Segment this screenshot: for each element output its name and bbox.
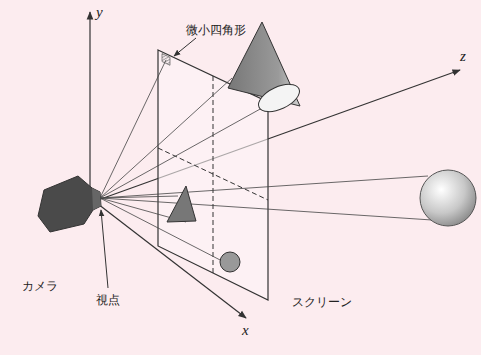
camera-body xyxy=(38,176,101,232)
coordinate-axes-part xyxy=(89,12,90,200)
view-rays-part xyxy=(100,108,262,198)
coordinate-axes xyxy=(90,12,460,318)
view-rays-part xyxy=(100,60,166,198)
screen-plane-part xyxy=(158,148,268,200)
view-rays-part xyxy=(100,198,432,220)
leader-lines xyxy=(101,38,196,288)
camera-body-part xyxy=(92,188,101,210)
part-label: カメラ xyxy=(22,280,58,293)
sphere-object xyxy=(420,170,476,226)
camera-body-part xyxy=(38,176,101,232)
view-rays-part xyxy=(100,198,224,262)
triangle-projection xyxy=(167,186,196,222)
screen-plane-part xyxy=(162,54,170,66)
view-rays-part xyxy=(100,78,232,198)
view-rays-part xyxy=(100,176,428,198)
axis-label: x xyxy=(242,322,249,339)
leader-lines-part xyxy=(101,210,108,288)
cone-object-part xyxy=(254,79,303,118)
part-label: スクリーン xyxy=(292,296,352,309)
leader-lines-part xyxy=(174,38,196,56)
callout-label: 視点 xyxy=(96,294,120,307)
screen-plane-part xyxy=(213,76,214,273)
circle-projection xyxy=(220,252,240,272)
callout-label: 微小四角形 xyxy=(186,24,246,37)
axis-label: z xyxy=(460,48,466,65)
axis-label: y xyxy=(96,4,103,21)
